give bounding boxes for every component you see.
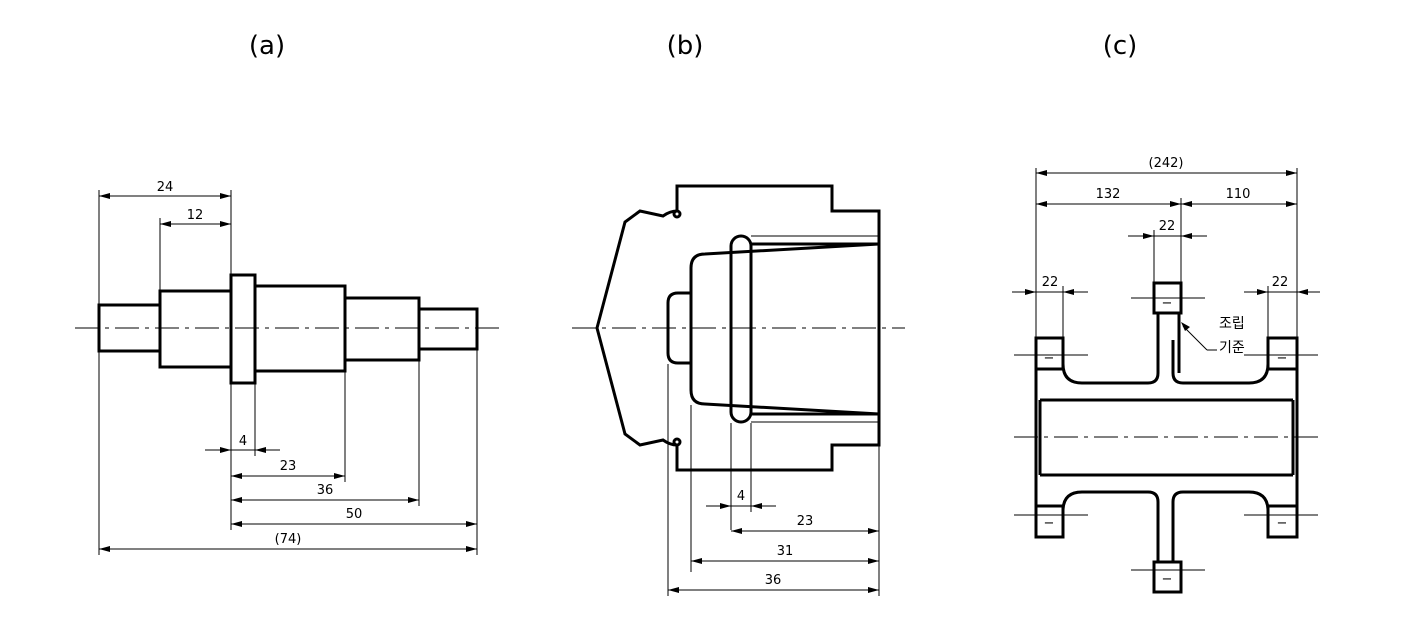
housing-outline-b (675, 184, 881, 472)
note-line-1: 조립 (1219, 316, 1245, 332)
lug-ticks-c: − − − − − − (1044, 296, 1288, 587)
tick-lug-rt: − (1277, 351, 1288, 366)
dim-b-23: 23 (797, 514, 814, 529)
dim-a-50: 50 (346, 507, 363, 522)
dim-a-36: 36 (317, 483, 334, 498)
dim-b-4: 4 (737, 489, 745, 504)
tick-bottom-stem: − (1162, 572, 1173, 587)
ring-b (729, 234, 753, 424)
dim-c-22-right: 22 (1272, 275, 1289, 290)
dimensions-c: (242) 132 110 22 22 22 (1012, 156, 1320, 295)
dim-b-31: 31 (777, 544, 794, 559)
left-boss-b (666, 291, 691, 365)
dim-a-4: 4 (239, 434, 247, 449)
figure-a-shaft (75, 273, 500, 385)
tick-lug-lt: − (1044, 351, 1055, 366)
inner-cup-b (689, 242, 880, 416)
dim-c-22-left: 22 (1042, 275, 1059, 290)
extension-lines-a (98, 190, 478, 555)
figure-c-spool (1014, 281, 1318, 594)
lug-right-top (1266, 336, 1299, 371)
dim-c-110: 110 (1226, 187, 1251, 202)
lug-left-bottom (1034, 504, 1065, 539)
dim-a-23: 23 (280, 459, 297, 474)
dim-c-132: 132 (1096, 187, 1121, 202)
caption-a: (a) (249, 31, 285, 61)
dimensions-b: 4 23 31 36 (668, 489, 879, 593)
lug-centerlines-c (1014, 297, 1318, 571)
dimensions-a: 24 12 4 23 36 50 (74) (99, 180, 477, 552)
note-line-2: 기준 (1219, 340, 1245, 356)
extension-lines-c (1035, 168, 1298, 337)
dim-c-242: (242) (1149, 156, 1184, 171)
assembly-reference-note: 조립 기준 (1181, 316, 1245, 356)
extension-lines-b (667, 364, 880, 596)
caption-c: (c) (1103, 31, 1138, 61)
dim-a-74: (74) (275, 532, 302, 547)
tick-top-stem: − (1162, 296, 1173, 311)
lug-left-top (1034, 336, 1065, 371)
dim-b-36: 36 (765, 573, 782, 588)
caption-b: (b) (667, 31, 704, 61)
left-flange-c (1036, 311, 1181, 385)
dim-a-12: 12 (187, 208, 204, 223)
figure-b-housing (572, 184, 905, 472)
dim-a-24: 24 (157, 180, 174, 195)
dim-c-22-top: 22 (1159, 219, 1176, 234)
tick-lug-lb: − (1044, 516, 1055, 531)
tick-lug-rb: − (1277, 516, 1288, 531)
lug-right-bottom (1266, 504, 1299, 539)
